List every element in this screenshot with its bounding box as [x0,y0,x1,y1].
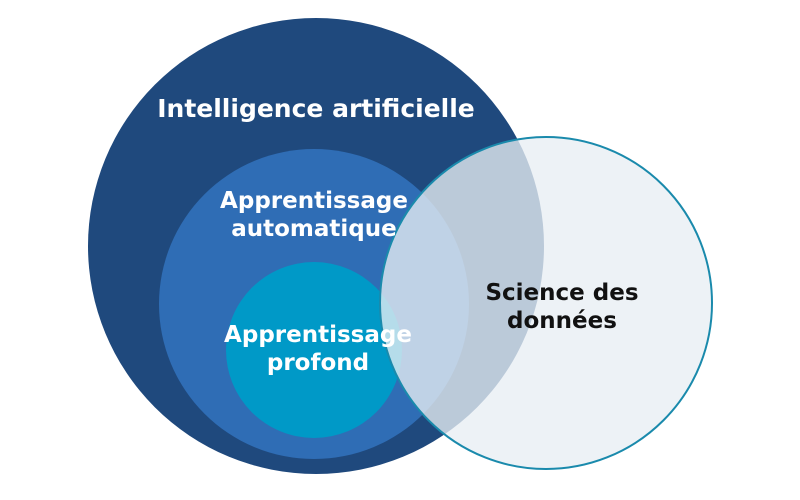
ml-label-line2: automatique [231,215,397,242]
dl-circle [226,262,402,438]
dl-label: Apprentissage profond [224,322,412,377]
ds-label-line1: Science des [485,280,639,306]
dl-label-line1: Apprentissage [224,322,412,348]
ds-label: Science des données [485,280,638,335]
ml-label-line1: Apprentissage [220,188,408,214]
ai-label-text: Intelligence artificielle [157,94,475,123]
ds-circle [379,136,713,470]
ml-label: Apprentissage automatique [220,188,408,243]
dl-label-line2: profond [266,349,370,376]
ai-label: Intelligence artificielle [157,94,475,124]
ds-label-line2: données [507,307,617,334]
